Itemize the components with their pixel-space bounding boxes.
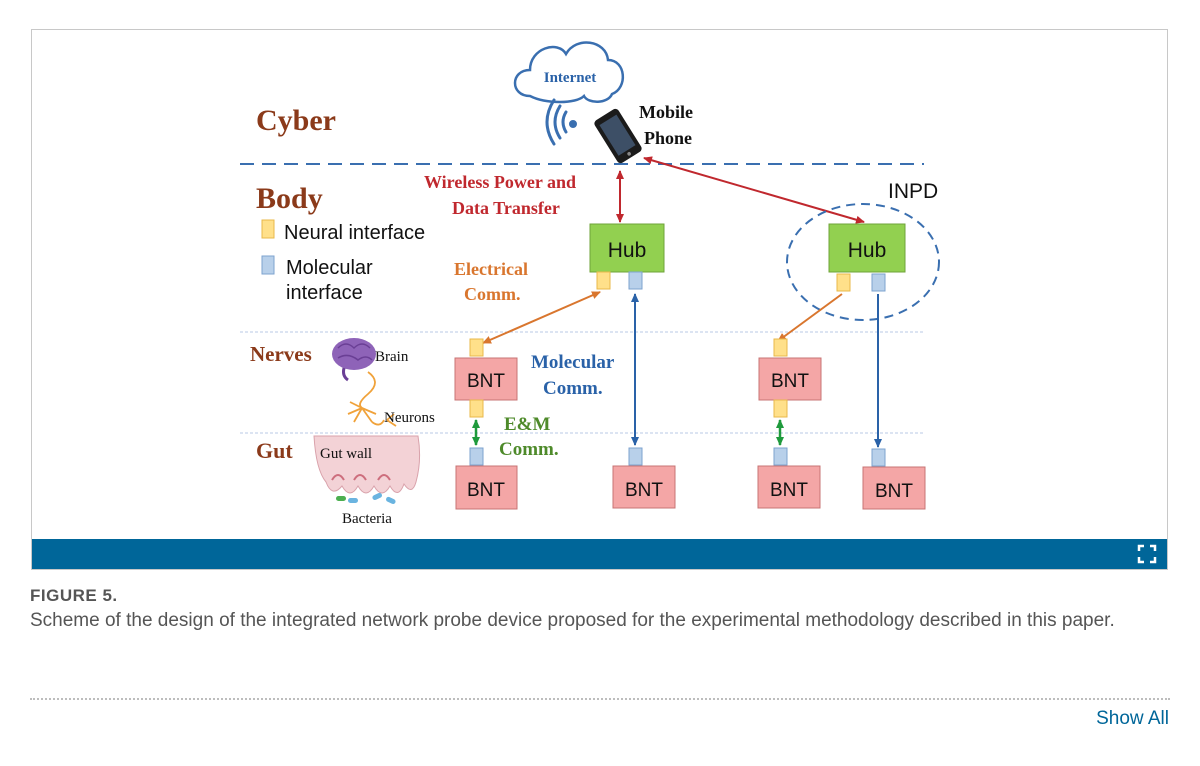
hub-2-molecular-port (871, 273, 886, 292)
bnt-n2-top-port (773, 338, 788, 357)
figure-caption: Scheme of the design of the integrated n… (30, 610, 1115, 631)
layer-nerves: Nerves (250, 342, 312, 366)
molecular-comm-label-1: Molecular (531, 352, 615, 373)
electrical-arrow-1 (482, 291, 601, 344)
bnt-n2-bottom-port (773, 399, 788, 418)
divider (30, 698, 1170, 700)
show-all-link[interactable]: Show All (1096, 708, 1169, 729)
gut-wall-label: Gut wall (320, 446, 372, 462)
bnt-gut-2 (612, 465, 676, 509)
hub-2-label: Hub (848, 239, 887, 262)
brain-icon (332, 338, 376, 382)
bnt-gut-1 (455, 465, 518, 510)
bnt-nerve-2 (758, 357, 822, 401)
hub-1 (589, 223, 665, 273)
electrical-label-2: Comm. (464, 284, 521, 304)
figure-toolbar (32, 539, 1167, 569)
bnt-g2-port (628, 447, 643, 466)
hub-1-neural-port (596, 271, 611, 290)
bnt-gut-4-label: BNT (875, 481, 913, 502)
cloud-label: Internet (544, 70, 597, 86)
bnt-nerve-1-label: BNT (467, 371, 505, 392)
mobile-phone-icon (594, 108, 642, 164)
bnt-g3-port (773, 447, 788, 466)
bnt-gut-1-label: BNT (467, 480, 505, 501)
inpd-label: INPD (888, 180, 938, 203)
bacteria-label: Bacteria (342, 511, 392, 527)
inpd-boundary (786, 203, 940, 321)
hub-2 (828, 223, 906, 273)
layer-gut: Gut (256, 438, 293, 463)
bacteria-icon (336, 492, 396, 505)
legend-molecular-swatch (261, 255, 275, 275)
brain-label: Brain (375, 349, 409, 365)
neurons-label: Neurons (384, 410, 435, 426)
bnt-gut-4 (862, 466, 926, 510)
wifi-icon (545, 98, 577, 146)
legend-molecular-label-2: interface (286, 282, 363, 304)
figure-label: FIGURE 5. (30, 586, 118, 605)
molecular-comm-label-2: Comm. (543, 378, 603, 399)
neurons-icon (347, 371, 397, 427)
electrical-arrow-2 (777, 293, 843, 342)
wireless-arrow-hub2 (643, 156, 865, 224)
gut-wall-icon (313, 435, 421, 494)
network-diagram: Cyber Body Nerves Gut Neural interface M… (240, 41, 940, 527)
wireless-label-1: Wireless Power and (424, 172, 576, 192)
expand-icon[interactable] (1137, 544, 1157, 564)
bnt-g4-port (871, 448, 886, 467)
bnt-n1-top-port (469, 338, 484, 357)
bnt-gut-3-label: BNT (770, 480, 808, 501)
bnt-nerve-2-label: BNT (771, 371, 809, 392)
phone-label-1: Mobile (639, 102, 693, 122)
bnt-gut-2-label: BNT (625, 480, 663, 501)
em-label-2: Comm. (499, 439, 559, 460)
legend-neural-label: Neural interface (284, 222, 425, 244)
bnt-g1-port (469, 447, 484, 466)
hub-1-molecular-port (628, 271, 643, 290)
bnt-gut-3 (757, 465, 821, 509)
hub-2-neural-port (836, 273, 851, 292)
wireless-label-2: Data Transfer (452, 198, 560, 218)
hub-1-label: Hub (608, 239, 647, 262)
cloud-icon (513, 41, 624, 104)
layer-body: Body (256, 182, 323, 215)
bnt-nerve-1 (454, 357, 518, 401)
layer-cyber: Cyber (256, 104, 336, 137)
bnt-n1-bottom-port (469, 399, 484, 418)
figure-frame: Cyber Body Nerves Gut Neural interface M… (31, 29, 1168, 570)
electrical-label-1: Electrical (454, 259, 528, 279)
legend-neural-swatch (261, 219, 275, 239)
legend-molecular-label-1: Molecular (286, 257, 373, 279)
phone-label-2: Phone (644, 128, 692, 148)
em-label-1: E&M (504, 414, 551, 435)
